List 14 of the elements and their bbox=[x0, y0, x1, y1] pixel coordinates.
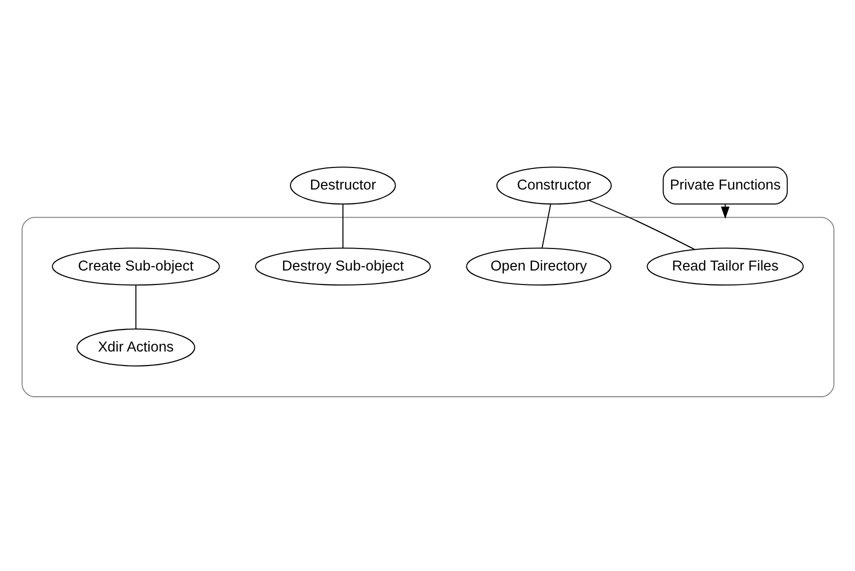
node-ellipse: Read Tailor Files bbox=[646, 247, 804, 285]
node-ellipse: Xdir Actions bbox=[76, 328, 195, 366]
node-ellipse: Create Sub-object bbox=[51, 247, 220, 285]
node-ellipse: Constructor bbox=[496, 166, 612, 204]
arrow bbox=[720, 204, 730, 218]
node-box: Private Functions bbox=[662, 166, 788, 204]
connector bbox=[134, 284, 136, 328]
cluster bbox=[21, 216, 834, 397]
node-ellipse: Destroy Sub-object bbox=[254, 247, 430, 285]
node-ellipse: Destructor bbox=[289, 166, 396, 204]
connector bbox=[588, 199, 694, 250]
connector bbox=[342, 204, 343, 248]
node-ellipse: Open Directory bbox=[466, 247, 611, 285]
connector bbox=[541, 204, 551, 248]
